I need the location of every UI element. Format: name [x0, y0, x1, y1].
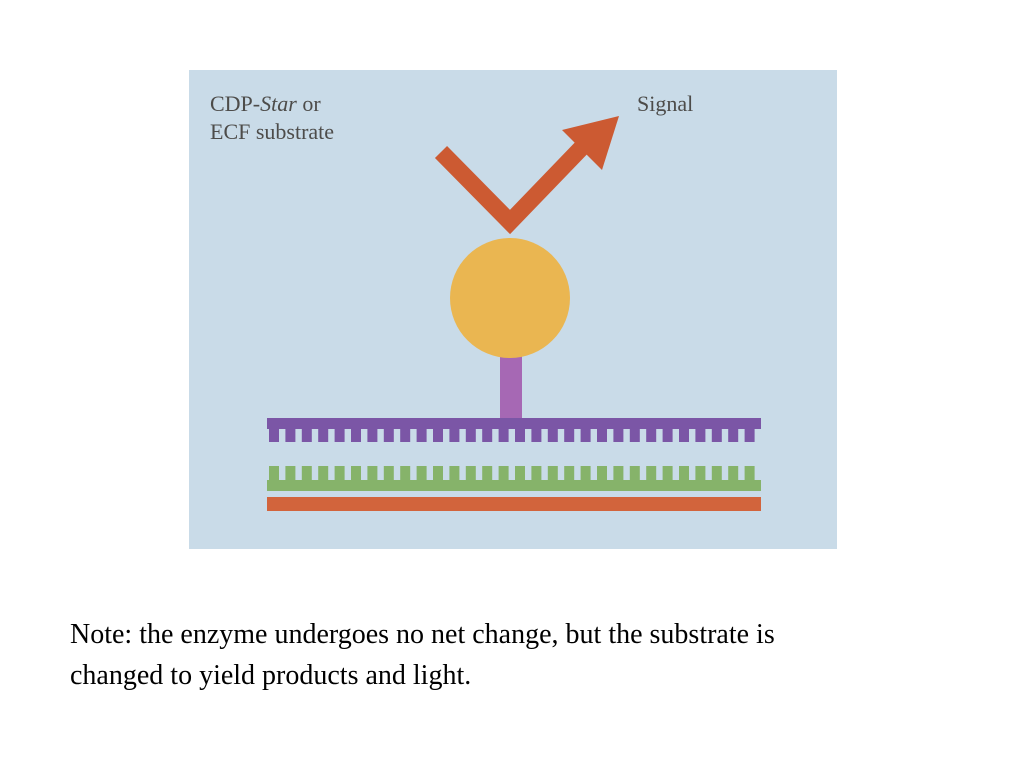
substrate-label: CDP-Star or ECF substrate: [210, 90, 334, 146]
target-base: [449, 466, 460, 481]
target-base: [744, 466, 755, 481]
probe-base: [301, 428, 312, 442]
target-base: [416, 466, 427, 481]
target-base: [531, 466, 542, 481]
probe-base: [629, 428, 640, 442]
target-base: [613, 466, 624, 481]
note-text: Note: the enzyme undergoes no net change…: [70, 614, 970, 696]
substrate-label-prefix: CDP-: [210, 91, 261, 116]
target-base: [433, 466, 443, 481]
probe-backbone: [267, 418, 761, 429]
target-base: [515, 466, 525, 481]
probe-base: [547, 428, 558, 442]
substrate-label-suffix: or: [296, 91, 321, 116]
probe-base: [597, 428, 607, 442]
probe-base: [679, 428, 689, 442]
probe-base: [416, 428, 427, 442]
target-base: [564, 466, 575, 481]
probe-base: [334, 428, 345, 442]
probe-base: [285, 428, 296, 442]
probe-base: [695, 428, 706, 442]
probe-base: [531, 428, 542, 442]
probe-base: [744, 428, 755, 442]
target-base: [383, 466, 394, 481]
target-base: [482, 466, 493, 481]
substrate-label-emphasis: Star: [260, 91, 297, 116]
probe-base: [646, 428, 657, 442]
probe-base: [482, 428, 493, 442]
substrate-label-line2: ECF substrate: [210, 119, 335, 144]
target-base: [400, 466, 411, 481]
target-base: [646, 466, 657, 481]
target-base: [547, 466, 558, 481]
substrate-label-line1: CDP-Star or: [210, 90, 334, 118]
target-base: [580, 466, 591, 481]
probe-base: [662, 428, 673, 442]
probe-base: [564, 428, 575, 442]
signal-label: Signal: [637, 91, 694, 116]
target-base: [498, 466, 509, 481]
target-base: [285, 466, 296, 481]
probe-base: [269, 428, 279, 442]
target-bases: [269, 466, 755, 481]
probe-base: [383, 428, 394, 442]
target-base: [301, 466, 312, 481]
probe-strand: [267, 418, 761, 442]
probe-base: [367, 428, 378, 442]
diagram-graphic: [267, 116, 761, 511]
probe-bases: [269, 428, 755, 442]
target-base: [711, 466, 722, 481]
target-backbone: [267, 480, 761, 491]
probe-base: [515, 428, 525, 442]
note-line-2: changed to yield products and light.: [70, 660, 472, 691]
probe-base: [465, 428, 476, 442]
linker-stalk: [500, 348, 522, 422]
detection-diagram: CDP-Star or ECF substrate Signal: [189, 70, 837, 549]
note-line-1: Note: the enzyme undergoes no net change…: [70, 619, 775, 650]
enzyme-circle: [450, 238, 570, 358]
probe-base: [351, 428, 361, 442]
target-base: [367, 466, 378, 481]
target-base: [334, 466, 345, 481]
membrane-bar: [267, 497, 761, 511]
probe-base: [728, 428, 739, 442]
target-strand: [267, 466, 761, 491]
target-base: [465, 466, 476, 481]
signal-arrow-head: [562, 116, 619, 170]
target-base: [679, 466, 689, 481]
target-base: [629, 466, 640, 481]
target-base: [662, 466, 673, 481]
target-base: [269, 466, 279, 481]
signal-arrow-shaft: [434, 134, 596, 235]
target-base: [695, 466, 706, 481]
probe-base: [318, 428, 329, 442]
probe-base: [613, 428, 624, 442]
target-base: [351, 466, 361, 481]
target-base: [318, 466, 329, 481]
probe-base: [711, 428, 722, 442]
probe-base: [433, 428, 443, 442]
probe-base: [400, 428, 411, 442]
probe-base: [498, 428, 509, 442]
target-base: [597, 466, 607, 481]
probe-base: [449, 428, 460, 442]
target-base: [728, 466, 739, 481]
probe-base: [580, 428, 591, 442]
